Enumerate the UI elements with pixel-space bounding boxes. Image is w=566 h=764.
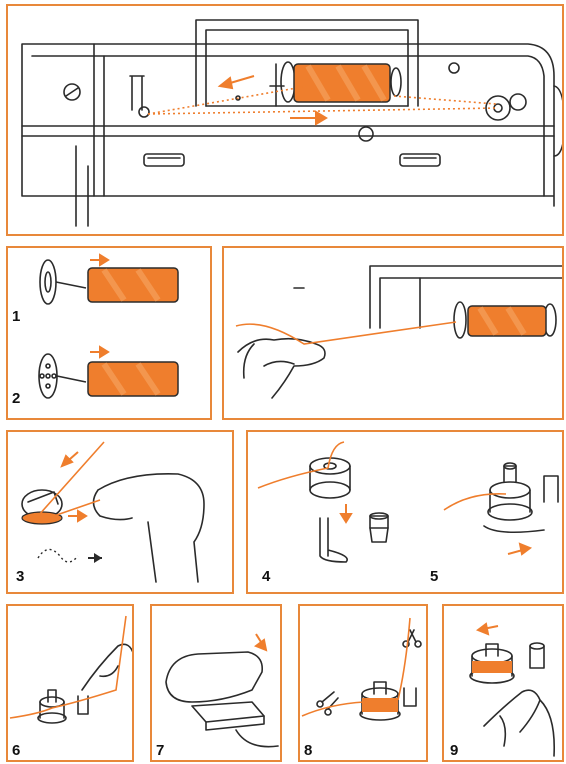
step-number-7: 7 xyxy=(156,742,164,759)
step-number-9: 9 xyxy=(450,742,458,759)
step-number-5: 5 xyxy=(430,568,438,585)
panel-machine-overview xyxy=(6,4,564,236)
step-number-2: 2 xyxy=(12,390,20,407)
machine-top-illustration xyxy=(8,6,564,236)
panel-steps-4-5: 4 5 xyxy=(246,430,564,594)
step-number-8: 8 xyxy=(304,742,312,759)
bobbin-illustration xyxy=(248,432,564,594)
panel-step-8: 8 xyxy=(298,604,428,762)
thread-guide-illustration xyxy=(8,432,234,594)
step-number-3: 3 xyxy=(16,568,24,585)
step-number-1: 1 xyxy=(12,308,20,325)
spool-cap-illustration xyxy=(8,248,212,420)
pull-thread-illustration xyxy=(224,248,564,420)
panel-step-3: 3 xyxy=(6,430,234,594)
spool-step2 xyxy=(88,362,178,396)
panel-step-7: 7 xyxy=(150,604,282,762)
step-number-4: 4 xyxy=(262,568,270,585)
panel-step-6: 6 xyxy=(6,604,134,762)
remove-bobbin-illustration xyxy=(444,606,564,762)
step-number-6: 6 xyxy=(12,742,20,759)
panel-step-9: 9 xyxy=(442,604,564,762)
spool-step1 xyxy=(88,268,178,302)
foot-pedal-illustration xyxy=(152,606,282,762)
panel-pull-thread xyxy=(222,246,564,420)
panel-spool-caps: 1 2 xyxy=(6,246,212,420)
cut-thread-illustration xyxy=(300,606,428,762)
hold-thread-illustration xyxy=(8,606,134,762)
